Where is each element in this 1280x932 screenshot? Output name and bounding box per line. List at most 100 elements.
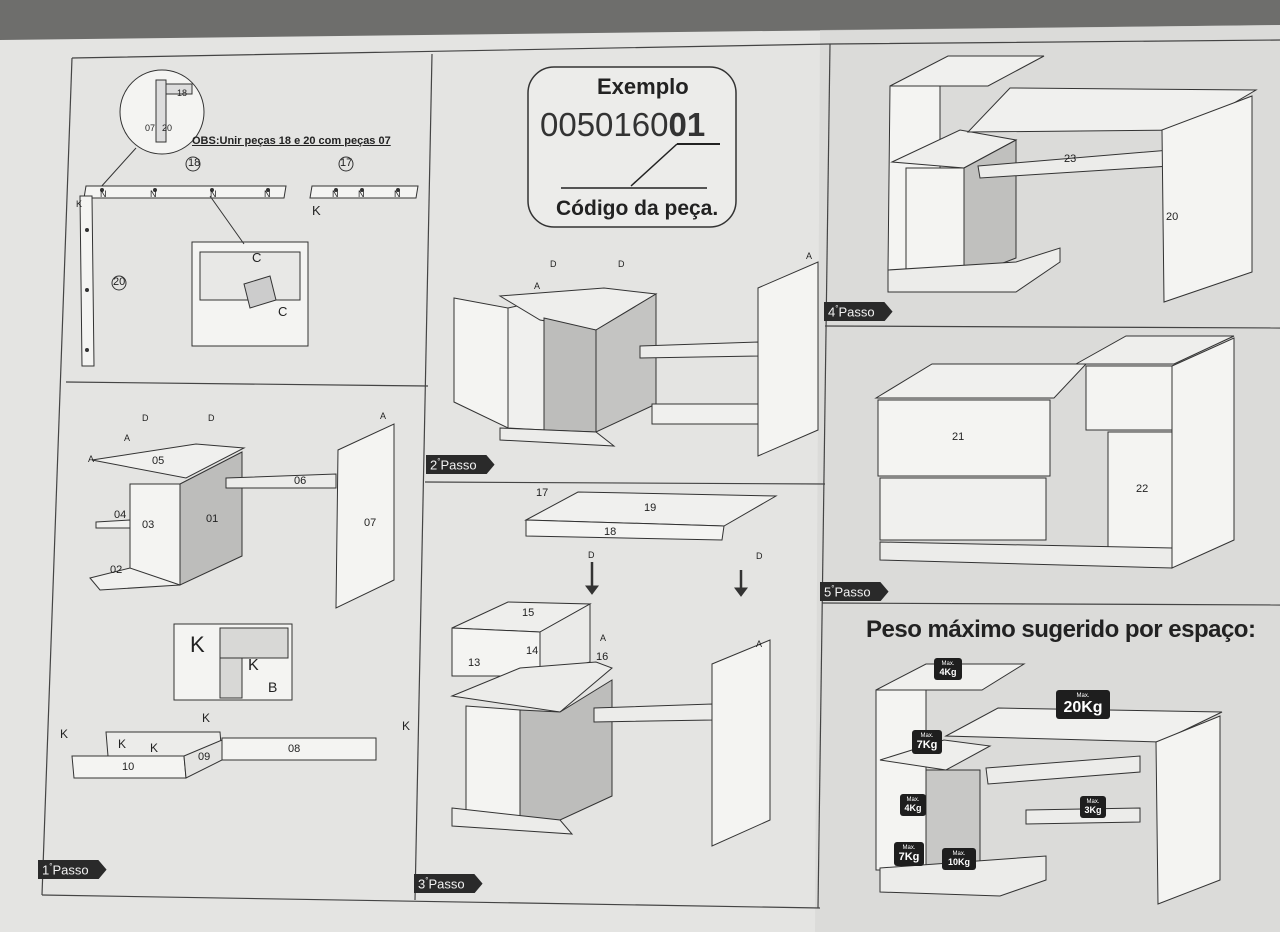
hardware-c-2: C bbox=[278, 304, 288, 319]
part-13-label: 13 bbox=[468, 657, 481, 669]
part-21-label: 21 bbox=[952, 431, 965, 443]
example-caption: Código da peça. bbox=[556, 197, 719, 220]
panel-a-circles bbox=[111, 156, 354, 291]
weight-badge-right: Max.3Kg bbox=[1080, 796, 1106, 818]
step-1-word: Passo bbox=[52, 862, 89, 878]
part-15-label: 15 bbox=[522, 607, 535, 619]
weight-small-max: Max. bbox=[906, 797, 920, 803]
part-20-detail-label: 20 bbox=[162, 123, 173, 133]
weight-badge-top: Max.4Kg bbox=[934, 658, 962, 680]
example-code-prefix: 0050160 bbox=[540, 106, 669, 143]
weight-badge-left: Max.7Kg bbox=[912, 730, 942, 754]
example-code: 005016001 bbox=[540, 108, 705, 141]
weight-bottom-mid-value: 10Kg bbox=[947, 857, 970, 867]
hardware-a-2: A bbox=[88, 454, 95, 464]
weight-small-value: 4Kg bbox=[904, 803, 922, 813]
weight-top-max: Max. bbox=[941, 661, 955, 667]
hardware-c-1: C bbox=[252, 250, 262, 265]
part-20-step4-label: 20 bbox=[1166, 211, 1179, 223]
part-19-label: 19 bbox=[644, 502, 657, 514]
step-3-label: 3°Passo bbox=[414, 874, 483, 894]
part-07-label: 07 bbox=[364, 517, 377, 529]
part-02-label: 02 bbox=[110, 564, 123, 576]
step-2-number: 2 bbox=[430, 457, 438, 473]
part-20-label: 20 bbox=[113, 276, 126, 288]
hardware-n-2: N bbox=[150, 189, 157, 199]
hardware-a-4: A bbox=[534, 281, 541, 291]
example-code-suffix: 01 bbox=[668, 106, 706, 143]
hardware-k-18: K bbox=[76, 199, 83, 209]
step-5-label: 5°Passo bbox=[820, 582, 889, 602]
step-4-word: Passo bbox=[838, 304, 875, 320]
step2-drawing bbox=[453, 261, 819, 457]
weight-badge-big: Max.20Kg bbox=[1056, 690, 1110, 719]
hardware-d-4: D bbox=[618, 259, 625, 269]
hardware-d-2: D bbox=[208, 413, 215, 423]
hardware-n-5: N bbox=[332, 189, 339, 199]
weights-heading: Peso máximo sugerido por espaço: bbox=[866, 616, 1256, 643]
panel-a-screws bbox=[85, 188, 400, 352]
example-title: Exemplo bbox=[597, 74, 689, 99]
weight-right-value: 3Kg bbox=[1084, 805, 1102, 815]
step-2-word: Passo bbox=[440, 457, 477, 473]
step-4-number: 4 bbox=[828, 304, 836, 320]
panel-grid bbox=[41, 39, 1280, 909]
hardware-k-f5: K bbox=[402, 719, 411, 733]
part-05-label: 05 bbox=[152, 455, 165, 467]
step-2-degree: ° bbox=[437, 457, 441, 466]
part-18-label: 18 bbox=[188, 157, 201, 169]
hardware-d-3: D bbox=[550, 259, 557, 269]
hardware-a-5: A bbox=[806, 251, 813, 261]
step-1-label: 1°Passo bbox=[38, 860, 107, 880]
hardware-k-f1: K bbox=[60, 727, 69, 741]
example-box-border bbox=[527, 66, 737, 228]
step-5-number: 5 bbox=[824, 584, 832, 600]
hardware-d-6: D bbox=[588, 550, 595, 560]
hardware-k-f2: K bbox=[118, 737, 127, 751]
step5-drawing bbox=[874, 335, 1235, 569]
hardware-b-detail: B bbox=[268, 679, 278, 695]
part-22-label: 22 bbox=[1136, 483, 1149, 495]
part-10-label: 10 bbox=[122, 761, 135, 773]
step-3-word: Passo bbox=[428, 876, 465, 892]
part-03-label: 03 bbox=[142, 519, 155, 531]
hardware-k-f3: K bbox=[150, 741, 159, 755]
part-14-label: 14 bbox=[526, 645, 539, 657]
part-16-label: 16 bbox=[596, 651, 609, 663]
weight-big-max: Max. bbox=[1076, 693, 1090, 699]
step-5-word: Passo bbox=[834, 584, 871, 600]
step-4-degree: ° bbox=[835, 304, 839, 313]
weight-left-value: 7Kg bbox=[916, 739, 938, 751]
part-17-label: 17 bbox=[340, 157, 353, 169]
part-04-label: 04 bbox=[114, 509, 127, 521]
step-1-number: 1 bbox=[42, 862, 50, 878]
part-23-label: 23 bbox=[1064, 153, 1077, 165]
step-4-label: 4°Passo bbox=[824, 302, 893, 322]
hardware-k-17: K bbox=[312, 203, 321, 218]
weight-badge-bottom-mid: Max.10Kg bbox=[942, 848, 976, 870]
hardware-n-4: N bbox=[264, 189, 271, 199]
weight-bottom-left-max: Max. bbox=[902, 845, 916, 851]
hardware-n-7: N bbox=[394, 189, 401, 199]
note-text: OBS:Unir peças 18 e 20 com peças 07 bbox=[192, 135, 391, 147]
hardware-n-1: N bbox=[100, 189, 107, 199]
hardware-k-detail: K bbox=[190, 632, 205, 657]
part-18-step3-label: 18 bbox=[604, 526, 617, 538]
hardware-a-6: A bbox=[600, 633, 607, 643]
hardware-k-detail-2: K bbox=[248, 657, 259, 674]
weight-top-value: 4Kg bbox=[939, 667, 957, 677]
part-08-label: 08 bbox=[288, 743, 301, 755]
step-2-label: 2°Passo bbox=[426, 455, 495, 475]
weight-bottom-mid-max: Max. bbox=[952, 851, 966, 857]
step-5-degree: ° bbox=[831, 584, 835, 593]
hardware-n-6: N bbox=[358, 189, 365, 199]
weight-left-max: Max. bbox=[920, 733, 934, 739]
hardware-a-3: A bbox=[380, 411, 387, 421]
step3-drawing bbox=[450, 491, 778, 847]
hardware-k-f4: K bbox=[202, 711, 211, 725]
hardware-d-5: D bbox=[756, 551, 763, 561]
part-17-step3-label: 17 bbox=[536, 487, 549, 499]
weight-badge-small: Max.4Kg bbox=[900, 794, 926, 816]
step1-drawing bbox=[71, 423, 395, 779]
